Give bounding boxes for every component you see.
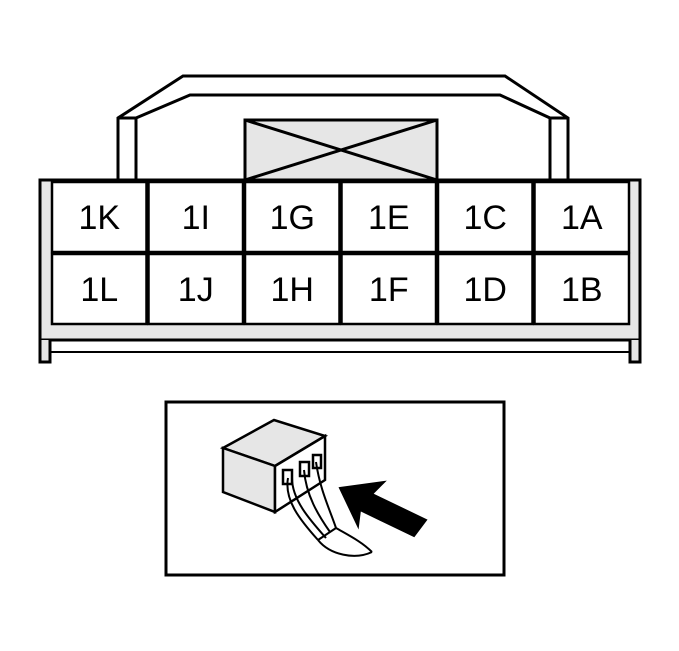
pin-label: 1E xyxy=(368,199,410,237)
pin-label: 1K xyxy=(78,199,120,237)
inset-detail xyxy=(164,400,506,577)
latch-hood-inner xyxy=(134,93,552,180)
pin-label: 1D xyxy=(464,271,507,309)
pin-cavity xyxy=(533,252,631,326)
pin-label: 1J xyxy=(178,271,214,309)
pin-cavity xyxy=(436,252,534,326)
x-cross-icon xyxy=(243,118,439,182)
pin-cavity xyxy=(340,252,438,326)
inset-frame xyxy=(164,400,506,577)
pin-label: 1L xyxy=(80,271,118,309)
pin-label: 1B xyxy=(561,271,603,309)
pin-grid xyxy=(50,180,631,326)
pin-cavity xyxy=(243,252,341,326)
probe-wires-icon xyxy=(286,461,373,557)
arrow-icon xyxy=(338,480,428,538)
pin-cavity xyxy=(340,180,438,254)
pin-cavity xyxy=(243,180,341,254)
pin-label: 1G xyxy=(270,199,315,237)
pin-label: 1C xyxy=(464,199,507,237)
pin-cavity xyxy=(436,180,534,254)
pin-label: 1A xyxy=(561,199,603,237)
housing-lip xyxy=(38,340,52,364)
pin-cavity xyxy=(147,252,245,326)
latch-hood xyxy=(116,74,570,180)
pin-label: 1F xyxy=(369,271,409,309)
pin-cavity xyxy=(533,180,631,254)
pin-cavity xyxy=(50,180,148,254)
pin-cavity xyxy=(50,252,148,326)
pin-label: 1H xyxy=(271,271,314,309)
pin-cavity xyxy=(147,180,245,254)
pin-labels: 1K 1I 1G 1E 1C 1A 1L 1J 1H 1F 1D 1B xyxy=(78,199,602,309)
pin-label: 1I xyxy=(182,199,210,237)
